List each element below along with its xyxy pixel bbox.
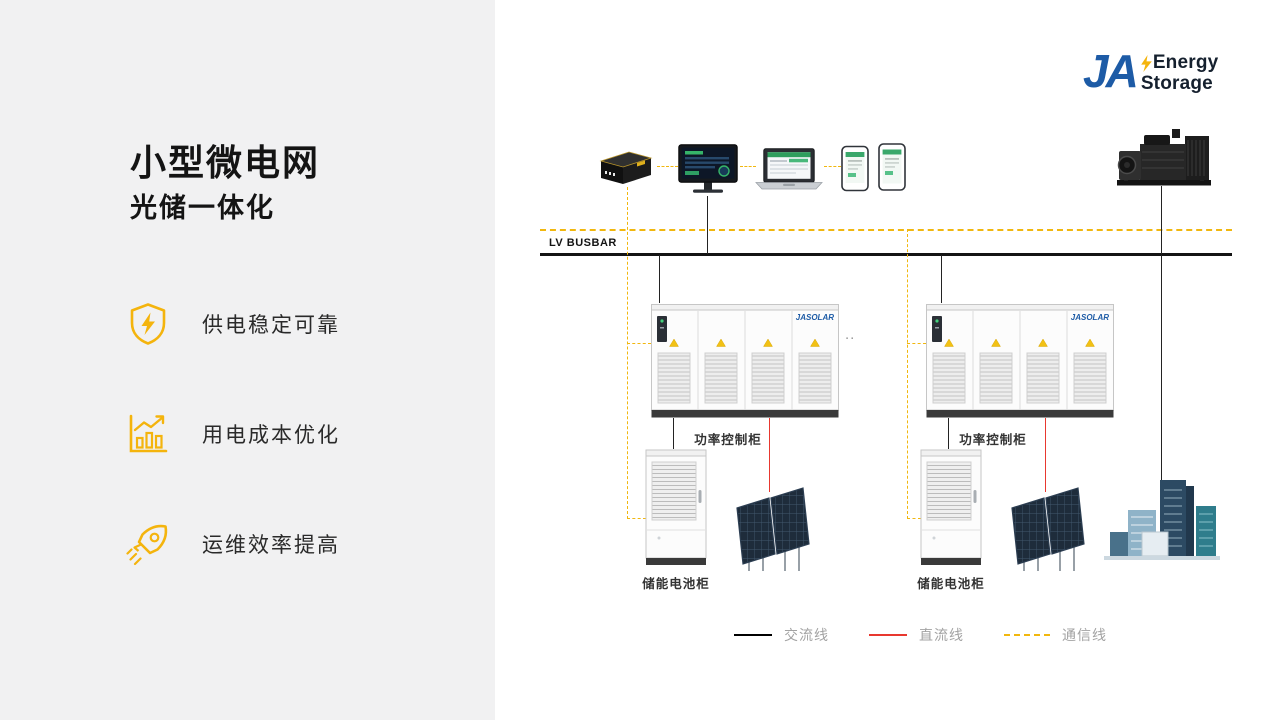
comm-line-sample [1004, 634, 1050, 636]
legend-label-dc: 直流线 [919, 627, 964, 643]
ac-line-building [1161, 255, 1162, 481]
dc-line-sample [869, 634, 907, 636]
monitoring-pc-device [678, 144, 738, 201]
line-pcs2-battery2 [948, 418, 949, 449]
page-subtitle: 光储一体化 [130, 193, 275, 223]
feature-cost-optimization: 用电成本优化 [124, 410, 340, 458]
ja-logo-mark: JA [1083, 45, 1139, 97]
pv-array-2 [1008, 486, 1088, 579]
smartphone-devices [841, 143, 907, 198]
busbar-label: LV BUSBAR [549, 237, 617, 249]
dc-line-pv1 [769, 418, 770, 492]
legend-label-comm: 通信线 [1062, 627, 1107, 643]
pcs-cabinet-1-label: 功率控制柜 [694, 433, 762, 447]
comm-link-laptop-phones [824, 166, 841, 167]
comm-line-main [540, 229, 1232, 231]
cost-chart-icon [124, 410, 172, 458]
comm-line-unit2 [907, 229, 908, 519]
ac-line-monitor [707, 196, 708, 254]
logo-line1-text: Energy [1152, 52, 1219, 73]
ems-gateway-device [597, 149, 655, 192]
battery-cabinet-2-label: 储能电池柜 [917, 577, 985, 591]
legend-item-comm: 通信线 [1004, 625, 1107, 645]
left-panel: 小型微电网 光储一体化 供电稳定可靠 [0, 0, 495, 720]
pcs-cabinet-2-label: 功率控制柜 [959, 433, 1027, 447]
logo-line2-text: Storage [1140, 72, 1213, 94]
building-illustration [1100, 476, 1224, 579]
logo-wordmark: Energy Storage [1140, 52, 1219, 95]
legend-item-ac: 交流线 [734, 625, 829, 645]
laptop-device [755, 148, 823, 195]
ac-line-pcs1 [659, 255, 660, 303]
comm-branch-battery1 [627, 518, 646, 519]
lv-busbar-line [540, 253, 1232, 256]
ac-line-sample [734, 634, 772, 636]
shield-bolt-icon [124, 300, 172, 348]
battery-cabinet-1 [645, 448, 707, 571]
feature-label: 供电稳定可靠 [202, 314, 340, 337]
pcs-cabinet-2: JASOLAR [925, 303, 1115, 424]
feature-label: 运维效率提高 [202, 534, 340, 557]
comm-link-ems-monitor [657, 166, 678, 167]
comm-link-monitor-laptop [740, 166, 756, 167]
diesel-generator-device [1116, 124, 1212, 193]
comm-branch-pcs1 [627, 343, 651, 344]
feature-reliable-power: 供电稳定可靠 [124, 300, 340, 348]
comm-line-unit1 [627, 187, 628, 519]
battery-cabinet-1-label: 储能电池柜 [642, 577, 710, 591]
more-units-ellipsis: .. [845, 326, 856, 343]
dc-line-pv2 [1045, 418, 1046, 492]
ac-line-generator [1161, 186, 1162, 254]
bolt-icon [1141, 54, 1152, 72]
cabinet-brand-text: JASOLAR [1071, 313, 1109, 322]
ja-energy-storage-logo: JA Energy Storage [1083, 45, 1219, 97]
cabinet-brand-text: JASOLAR [796, 313, 834, 322]
rocket-icon [124, 520, 172, 568]
comm-branch-battery2 [907, 518, 921, 519]
line-pcs1-battery1 [673, 418, 674, 449]
comm-branch-pcs2 [907, 343, 926, 344]
feature-om-efficiency: 运维效率提高 [124, 520, 340, 568]
feature-label: 用电成本优化 [202, 424, 340, 447]
ac-line-pcs2 [941, 255, 942, 303]
pcs-cabinet-1: JASOLAR [650, 303, 840, 424]
legend-label-ac: 交流线 [784, 627, 829, 643]
battery-cabinet-2 [920, 448, 982, 571]
legend-item-dc: 直流线 [869, 625, 964, 645]
pv-array-1 [733, 486, 813, 579]
page-title: 小型微电网 [130, 142, 321, 183]
legend: 交流线 直流线 通信线 [734, 625, 1107, 645]
